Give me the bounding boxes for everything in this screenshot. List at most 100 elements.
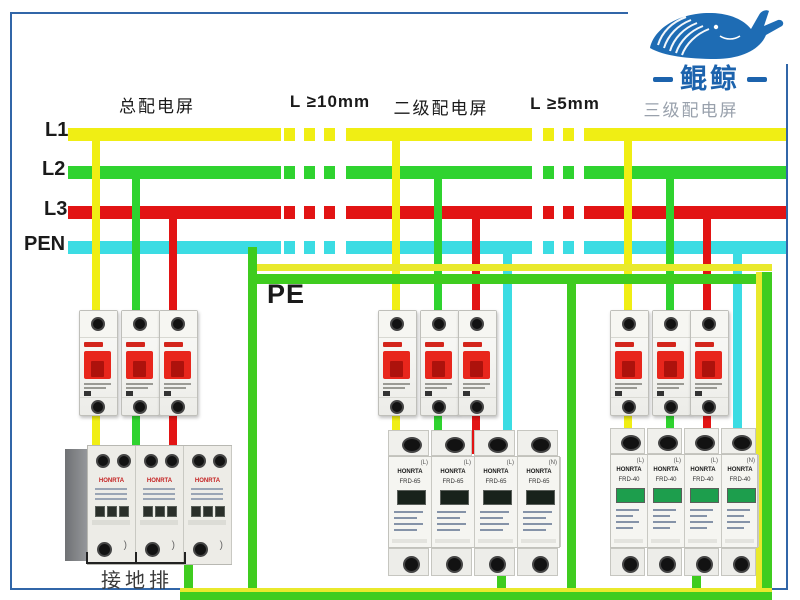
circuit-breaker[interactable] [690,310,729,416]
spd-spec-line [480,523,509,525]
spd-top-terminal [721,428,756,454]
terminal-screw [133,317,147,331]
logo: 鲲鲸 [628,0,792,104]
terminal-screw [622,400,636,414]
spd-spec-line [480,529,503,531]
spd-status-window [690,488,719,503]
circuit-breaker[interactable] [458,310,497,416]
toggle-handle[interactable] [390,361,403,377]
toggle-handle[interactable] [91,361,104,377]
spd-body: HONRTA)HONRTA)HONRTA) [87,445,232,565]
bus-pen-dash [563,241,574,254]
breaker-toggle[interactable] [164,351,191,379]
breaker-top-terminal [160,311,197,338]
terminal-screw [403,556,420,573]
toggle-handle[interactable] [432,361,445,377]
breaker-bottom-terminal [611,397,648,415]
spd-spec-line [523,517,546,519]
breaker-toggle[interactable] [126,351,153,379]
spd-spec-line [616,521,639,523]
breaker-label-band [84,342,103,347]
terminal-screw [171,400,185,414]
spd-label-strip [92,520,130,525]
breaker-toggle[interactable] [84,351,111,379]
breaker-toggle[interactable] [695,351,722,379]
circuit-breaker[interactable] [159,310,198,416]
wire-drop-l3 [169,212,177,316]
terminal-screw [432,317,446,331]
breaker-bottom-terminal [653,397,690,415]
wire-drop-l2 [666,172,674,316]
circuit-breaker[interactable] [79,310,118,416]
toggle-handle[interactable] [133,361,146,377]
circuit-breaker[interactable] [121,310,160,416]
pe-riser-main [248,247,257,600]
breaker-spec-text [425,383,452,399]
spd-spec-line [480,517,503,519]
wire-drop-l3 [703,410,711,432]
wire-drop-l2 [132,172,140,316]
spd-label-strip [614,539,643,543]
spd-bottom-terminal [517,548,558,576]
toggle-handle[interactable] [171,361,184,377]
ground-bracket-tick [86,552,88,562]
spd-indicator-window [155,506,165,517]
bus-l2-dash [304,166,315,179]
breaker-top-terminal [611,311,648,338]
breaker-toggle[interactable] [463,351,490,379]
terminal-screw [401,437,422,453]
spd-label-strip [188,520,226,525]
spd-label-strip [478,539,513,543]
toggle-handle[interactable] [470,361,483,377]
breaker-toggle[interactable] [657,351,684,379]
spd-indicator-window [107,506,117,517]
terminal-screw [144,454,158,468]
breaker-toggle[interactable] [425,351,452,379]
bus-l2-segment [584,166,786,179]
toggle-handle[interactable] [622,361,635,377]
bus-pen-dash [324,241,335,254]
spd-spec-line [394,529,417,531]
terminal-screw [731,435,752,451]
spd-bottom-terminal [474,548,515,576]
terminal-screw [733,556,750,573]
spd-spec-line [437,529,460,531]
breaker-toggle[interactable] [615,351,642,379]
circuit-breaker[interactable] [378,310,417,416]
spd-bottom-terminal [388,548,429,576]
circuit-breaker[interactable] [652,310,691,416]
breaker-toggle[interactable] [383,351,410,379]
breaker-spec-text [657,383,684,399]
breaker-top-terminal [379,311,416,338]
breaker-spec-text [84,383,111,399]
bus-l3-segment [584,206,786,219]
terminal-screw [659,556,676,573]
breaker-top-terminal [421,311,458,338]
spd-spec-line [191,498,223,500]
spd-model: FRD-65 [442,479,464,485]
circuit-breaker[interactable] [420,310,459,416]
spd-mark: ) [219,540,223,551]
spd-spec-line [727,509,750,511]
pe-bus-yellow-stripe [248,264,772,271]
spd-device-1[interactable]: HONRTA)HONRTA)HONRTA) [65,445,232,565]
terminal-screw [664,317,678,331]
ground-bus [180,592,772,600]
terminal-screw [694,435,715,451]
toggle-handle[interactable] [664,361,677,377]
spd-line-mark: (N) [746,458,755,464]
terminal-screw [470,317,484,331]
terminal-screw [532,556,549,573]
terminal-screw [117,454,131,468]
spd-line-mark: (L) [506,460,514,466]
spd-brand: HONRTA [690,467,716,473]
breaker-label-band [463,342,482,347]
toggle-handle[interactable] [702,361,715,377]
circuit-breaker[interactable] [610,310,649,416]
spd-spec-line [690,521,713,523]
